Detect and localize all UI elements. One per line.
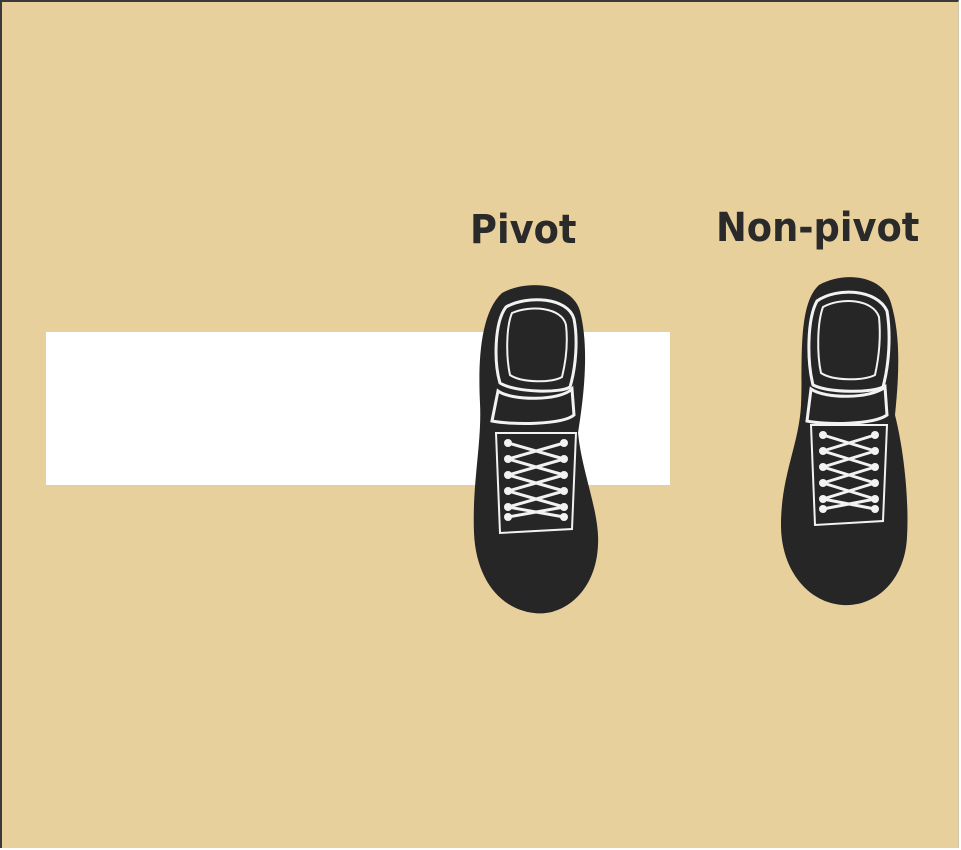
non-pivot-label: Non-pivot bbox=[716, 208, 919, 248]
non-pivot-shoe-icon bbox=[779, 275, 909, 607]
pivot-label: Pivot bbox=[470, 210, 576, 250]
pivot-shoe-icon bbox=[472, 283, 602, 615]
